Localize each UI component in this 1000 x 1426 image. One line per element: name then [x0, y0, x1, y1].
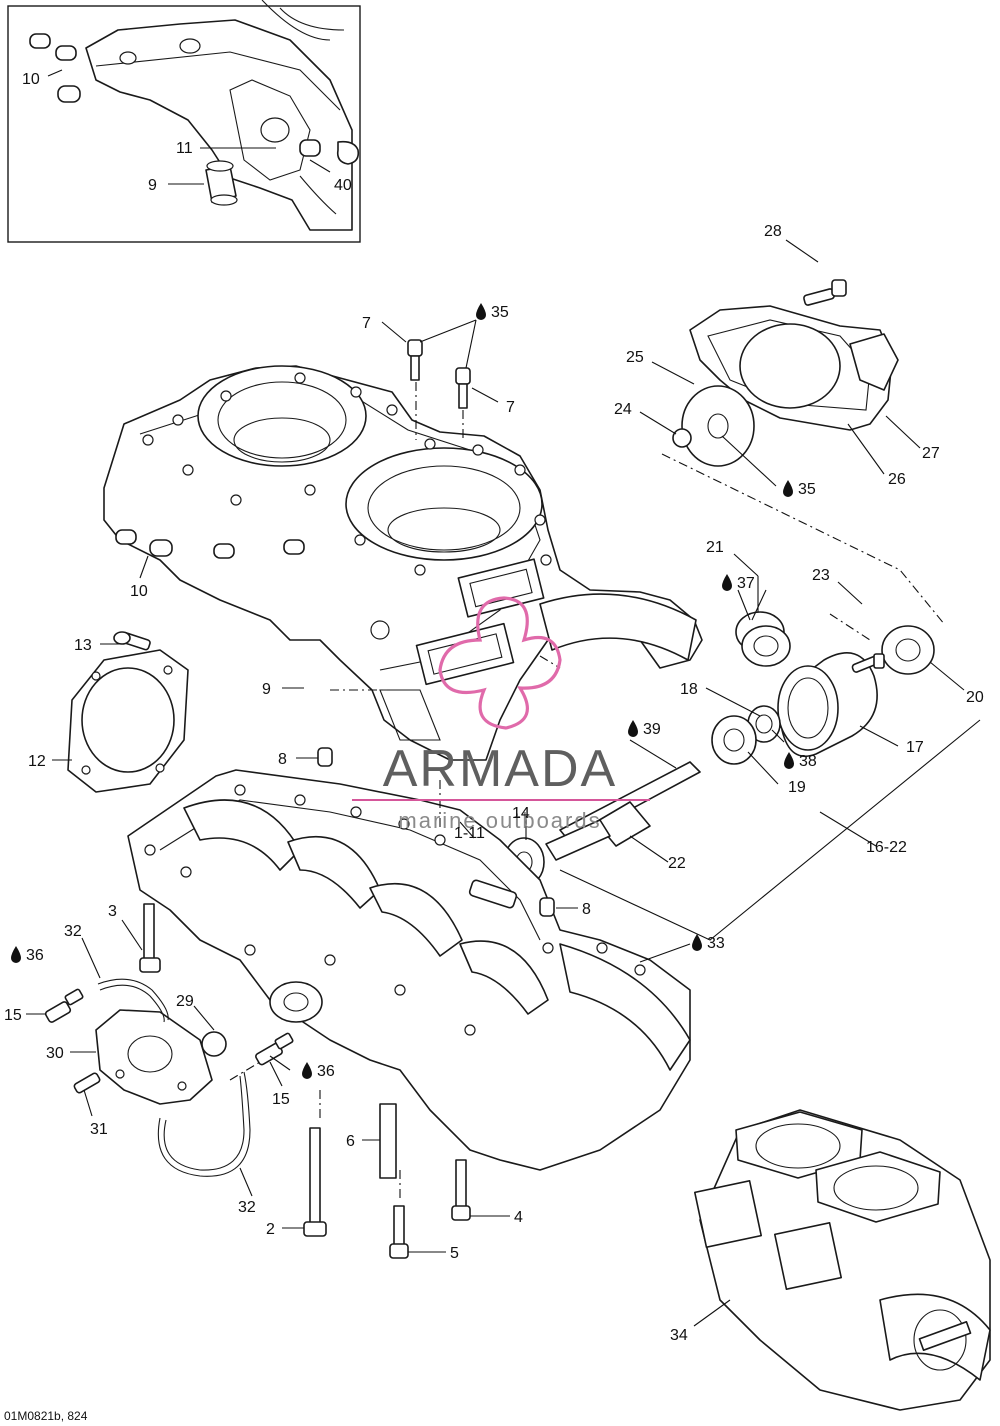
lubricant-drop-icon [476, 303, 486, 320]
callout-label: 8 [278, 751, 287, 768]
callout-label: 17 [906, 739, 924, 756]
callout-label: 6 [346, 1133, 355, 1150]
callout-label: 31 [90, 1121, 108, 1138]
crankshaft-components [503, 611, 935, 887]
watermark: ARMADA marine outboards [352, 596, 650, 833]
callout-label: 21 [706, 539, 724, 556]
callout-label: 32 [238, 1199, 256, 1216]
callout-label: 7 [362, 315, 371, 332]
callout-label: 35 [798, 481, 816, 498]
oil-pump-group [44, 978, 294, 1177]
lubricant-drop-icon [11, 946, 21, 963]
callout-label: 36 [317, 1063, 335, 1080]
lubricant-drop-icon [692, 934, 702, 951]
callout-label: 10 [130, 583, 148, 600]
watermark-logo-icon [438, 596, 562, 730]
callout-label: 37 [737, 575, 755, 592]
lubricant-drop-icon [784, 752, 794, 769]
gasket-group [67, 631, 189, 793]
callout-label: 35 [491, 304, 509, 321]
callout-label: 30 [46, 1045, 64, 1062]
lubricant-drop-icon [722, 574, 732, 591]
callout-label: 36 [26, 947, 44, 964]
lubricant-drop-icon [302, 1062, 312, 1079]
callout-label: 40 [334, 177, 352, 194]
watermark-tagline: marine outboards [398, 808, 601, 833]
callout-label: 13 [74, 637, 92, 654]
lubricant-drop-icon [783, 480, 793, 497]
callout-label: 16-22 [866, 839, 907, 856]
callout-label: 25 [626, 349, 644, 366]
callout-label: 22 [668, 855, 686, 872]
callout-label: 27 [922, 445, 940, 462]
callout-label: 8 [582, 901, 591, 918]
inset-callout-labels: 10 11 9 40 [22, 71, 352, 194]
callout-label: 20 [966, 689, 984, 706]
callout-label: 38 [799, 753, 817, 770]
callout-labels: 28 7 35 7 25 24 27 26 35 10 21 37 23 13 … [4, 223, 984, 1344]
callout-label: 4 [514, 1209, 523, 1226]
callout-label: 15 [272, 1091, 290, 1108]
callout-label: 18 [680, 681, 698, 698]
watermark-brand: ARMADA [383, 740, 617, 798]
callout-label: 14 [512, 805, 530, 822]
callout-label: 10 [22, 71, 40, 88]
assembled-engine [693, 1109, 991, 1411]
callout-label: 19 [788, 779, 806, 796]
lower-crankcase [127, 747, 691, 1171]
callout-label: 29 [176, 993, 194, 1010]
callout-label: 26 [888, 471, 906, 488]
inset-detail [7, 0, 361, 243]
callout-label: 9 [148, 177, 157, 194]
fasteners [139, 339, 471, 1259]
callout-label: 7 [506, 399, 515, 416]
leader-lines [26, 239, 981, 1327]
lubricant-drop-icon [628, 720, 638, 737]
callout-label: 34 [670, 1327, 688, 1344]
callout-label: 1-11 [454, 825, 485, 842]
callout-label: 9 [262, 681, 271, 698]
water-pump-group [672, 279, 899, 467]
callout-label: 23 [812, 567, 830, 584]
callout-label: 12 [28, 753, 46, 770]
callout-label: 2 [266, 1221, 275, 1238]
callout-label: 3 [108, 903, 117, 920]
callout-label: 24 [614, 401, 632, 418]
callout-label: 5 [450, 1245, 459, 1262]
callout-label: 39 [643, 721, 661, 738]
callout-label: 15 [4, 1007, 22, 1024]
callout-label: 32 [64, 923, 82, 940]
callout-label: 33 [707, 935, 725, 952]
callout-label: 28 [764, 223, 782, 240]
figure-code: 01M0821b, 824 [4, 1409, 88, 1423]
callout-label: 11 [176, 140, 193, 157]
upper-crankcase [103, 365, 703, 761]
assembly-lines [229, 382, 946, 1200]
